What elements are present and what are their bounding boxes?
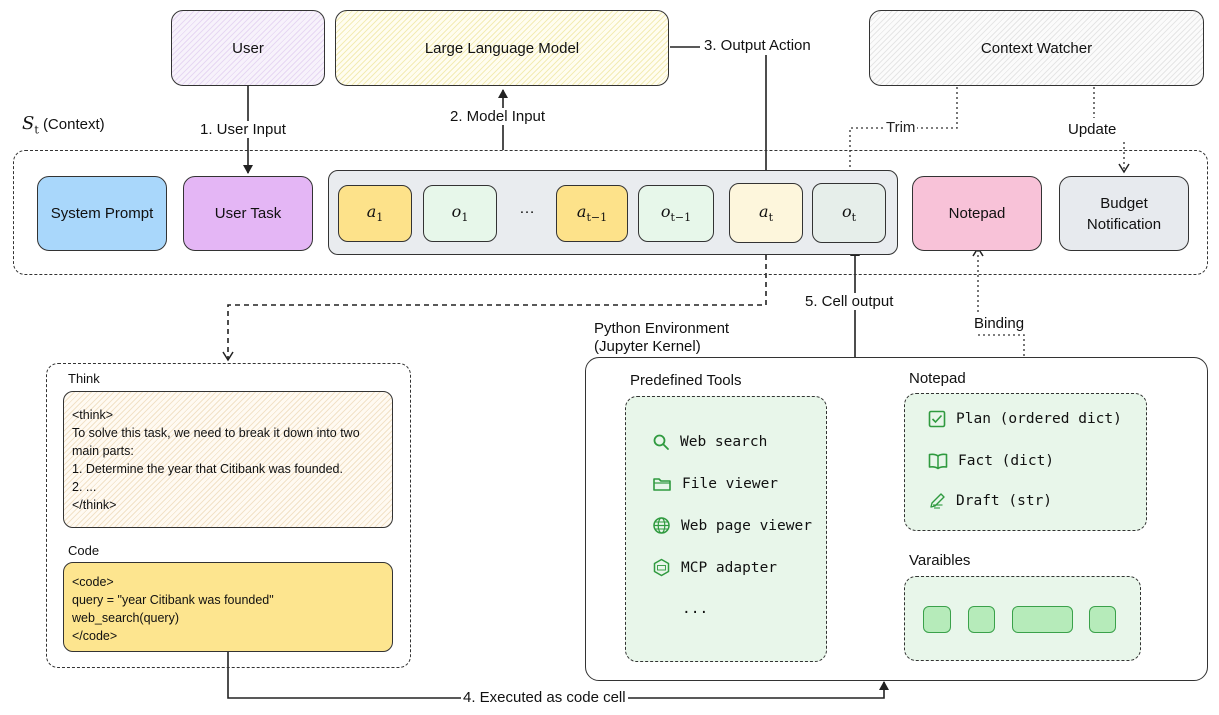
think-title: Think [68,371,100,386]
history-item-a-prev: at−1 [556,185,628,242]
tool-file-viewer: File viewer [652,475,778,493]
pencil-icon [930,493,945,509]
llm-node: Large Language Model [335,10,669,86]
user-node: User [171,10,325,86]
context-state-symbol: St [22,113,39,137]
history-item-o1-symbol: o1 [451,202,469,225]
notepad-item-label: Fact (dict) [958,453,1055,469]
tool-label: Web search [680,434,768,450]
variable-chip [1012,606,1073,633]
notepad-item-label: Draft (str) [956,493,1053,509]
think-line: 2. ... [72,480,97,494]
current-observation-block: ot [812,183,886,243]
trim-label: Trim [884,119,918,136]
code-line: <code> [72,575,114,589]
action-panel [46,363,411,668]
notepad-item-plan: Plan (ordered dict) [928,410,1122,428]
code-title: Code [68,543,100,558]
edge-trim [844,87,958,183]
user-task-block: User Task [183,176,313,251]
notepad-item-fact: Fact (dict) [928,452,1054,470]
budget-notification-label: Budget Notification [1086,194,1162,233]
history-item-o-prev: ot−1 [638,185,714,242]
notepad-block: Notepad [912,176,1042,251]
user-task-label: User Task [214,205,282,222]
think-line: main parts: [72,444,134,458]
tool-mcp-adapter: MCP adapter [652,558,777,577]
context-watcher-node: Context Watcher [869,10,1204,86]
history-item-a1: a1 [338,185,412,242]
think-line: 1. Determine the year that Citibank was … [72,462,343,476]
notepad-label: Notepad [948,205,1006,222]
binding-label: Binding [972,315,1027,332]
system-prompt-block: System Prompt [37,176,167,251]
tool-more: ... [682,601,709,617]
env-title-line2: (Jupyter Kernel) [594,338,701,355]
current-action-block: at [729,183,803,243]
history-item-o-prev-symbol: ot−1 [660,202,692,225]
tool-label: File viewer [682,476,779,492]
notepad-item-draft: Draft (str) [928,492,1052,510]
context-container [13,150,1208,275]
history-item-a1-symbol: a1 [366,202,384,225]
user-input-label: 1. User Input [198,121,288,138]
think-line: To solve this task, we need to break it … [72,426,360,440]
history-item-a-prev-symbol: at−1 [576,202,608,225]
env-title: Python Environment (Jupyter Kernel) [594,320,729,356]
checkbox-icon [928,410,946,428]
current-observation-symbol: ot [841,201,857,225]
context-title-text: (Context) [42,116,105,133]
tool-label: MCP adapter [681,559,778,576]
cell-output-label: 5. Cell output [803,293,896,310]
tools-title: Predefined Tools [630,372,742,389]
mcp-icon [653,558,670,577]
edge-action-panel [222,246,767,362]
llm-label: Large Language Model [424,39,580,57]
variable-chip [968,606,995,633]
variable-chip [1089,606,1116,633]
book-icon [928,453,948,470]
globe-icon [653,517,670,534]
tool-web-page-viewer: Web page viewer [652,516,812,535]
tool-label: Web page viewer [681,517,812,534]
update-label: Update [1066,121,1119,138]
model-input-label: 2. Model Input [448,108,548,125]
system-prompt-label: System Prompt [50,205,154,222]
code-block: <code> query = "year Citibank was founde… [63,562,393,652]
think-block: <think> To solve this task, we need to b… [63,391,393,528]
env-notepad-panel [904,393,1147,531]
output-action-label: 3. Output Action [702,37,813,54]
notepad-item-label: Plan (ordered dict) [956,411,1122,427]
user-label: User [232,39,264,57]
think-line: <think> [72,408,114,422]
env-notepad-title: Notepad [909,370,966,387]
budget-notification-block: Budget Notification [1059,176,1189,251]
env-title-line1: Python Environment [594,320,730,337]
current-action-symbol: at [759,201,773,225]
code-line: query = "year Citibank was founded" [72,593,274,607]
variables-title: Varaibles [909,552,971,569]
code-line: </code> [72,629,118,643]
search-icon [653,434,669,450]
think-line: </think> [72,498,117,512]
history-ellipsis: … [519,200,535,217]
folder-icon [653,478,671,491]
executed-label: 4. Executed as code cell [461,689,628,706]
history-item-o1: o1 [423,185,497,242]
tool-web-search: Web search [652,433,767,451]
variable-chip [923,606,951,633]
context-title: St (Context) [22,113,105,137]
context-watcher-label: Context Watcher [980,39,1093,57]
code-line: web_search(query) [72,611,179,625]
